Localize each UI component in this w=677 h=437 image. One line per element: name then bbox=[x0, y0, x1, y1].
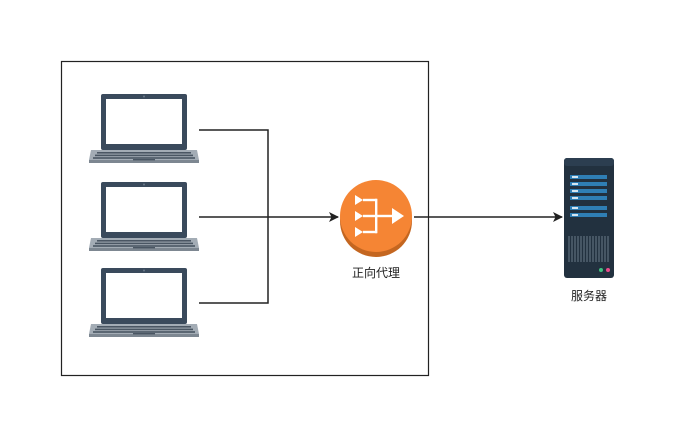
client-group-box bbox=[60, 60, 430, 377]
status-light-green bbox=[599, 268, 603, 272]
connector-top bbox=[199, 129, 269, 217]
forward-proxy-icon bbox=[340, 180, 412, 257]
connector-bottom bbox=[199, 217, 269, 304]
server-label: 服务器 bbox=[570, 289, 608, 303]
proxy-label: 正向代理 bbox=[351, 266, 401, 280]
laptop-icon bbox=[89, 268, 199, 337]
laptop-icon bbox=[89, 94, 199, 163]
laptop-icon bbox=[89, 182, 199, 251]
status-light-pink bbox=[606, 268, 610, 272]
server-rack-icon bbox=[564, 158, 614, 278]
